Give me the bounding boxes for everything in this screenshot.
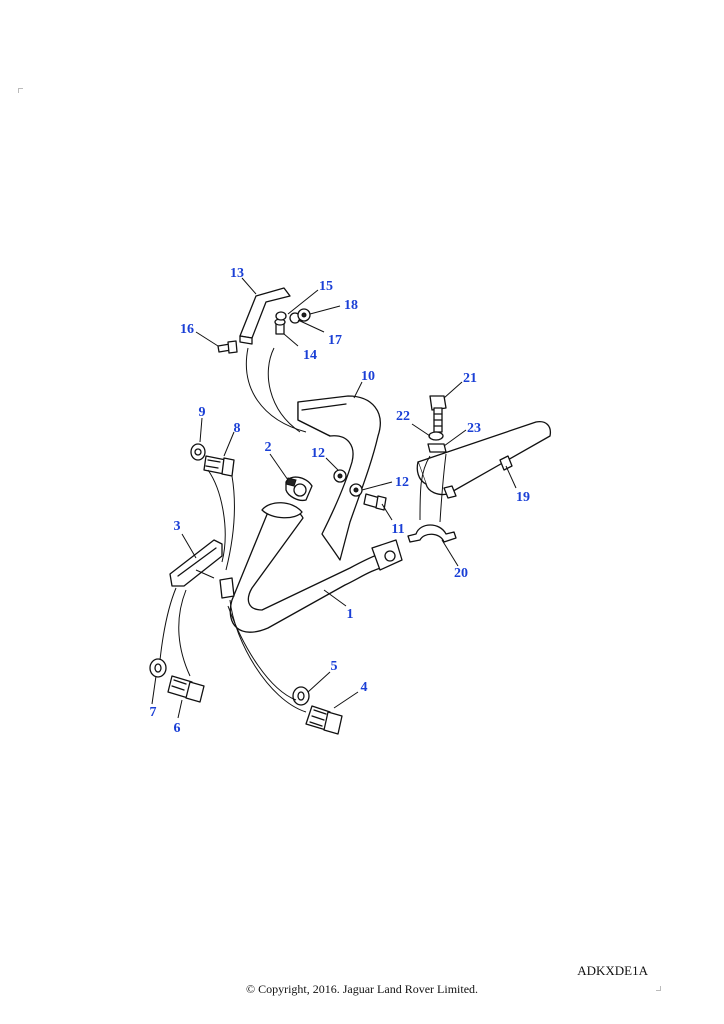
- washer-9: [190, 443, 206, 461]
- callout-12-upper: 12: [311, 446, 325, 461]
- pipe-clamp: [285, 476, 313, 502]
- washer-15: [275, 311, 287, 321]
- callout-leaders: [151, 277, 517, 719]
- callout-20: 20: [454, 566, 468, 581]
- callout-1: 1: [347, 607, 354, 622]
- mounting-bracket: [169, 539, 223, 587]
- front-exhaust-pipe: [219, 502, 403, 633]
- callout-23: 23: [467, 421, 481, 436]
- callout-21: 21: [463, 371, 477, 386]
- stud-lower-right: [305, 705, 343, 735]
- callout-6: 6: [174, 721, 181, 736]
- bolt-11: [363, 493, 387, 511]
- callout-11: 11: [391, 522, 404, 537]
- callout-5: 5: [331, 659, 338, 674]
- callout-8: 8: [234, 421, 241, 436]
- support-bracket-13: [239, 287, 291, 345]
- nut-12-upper: [333, 469, 347, 483]
- callout-labels: 1 2 3 4 5 6 7 8 9 10 11 12 12 13 14 15 1…: [150, 266, 531, 736]
- nut-18: [297, 308, 311, 322]
- nut-23: [427, 443, 447, 453]
- callout-9: 9: [199, 405, 206, 420]
- washer-7: [149, 658, 167, 678]
- washer-22: [428, 431, 444, 441]
- rear-heat-shield: [416, 420, 552, 499]
- callout-16: 16: [180, 322, 194, 337]
- callout-2: 2: [265, 440, 272, 455]
- callout-22: 22: [396, 409, 410, 424]
- callout-3: 3: [174, 519, 181, 534]
- copyright-notice: © Copyright, 2016. Jaguar Land Rover Lim…: [245, 982, 479, 996]
- nut-12-lower: [349, 483, 363, 497]
- bolt-16: [217, 340, 238, 354]
- corner-mark-top-left: [18, 88, 23, 93]
- assembly-guide-lines: [159, 347, 447, 713]
- bolt-8: [203, 455, 235, 477]
- callout-19: 19: [516, 490, 530, 505]
- heat-shield: [297, 395, 381, 561]
- callout-15: 15: [319, 279, 333, 294]
- callout-10: 10: [361, 369, 375, 384]
- callout-13: 13: [230, 266, 244, 281]
- bolt-21: [429, 395, 447, 433]
- drawing-code: ADKXDE1A: [577, 963, 648, 978]
- callout-18: 18: [344, 298, 358, 313]
- bolt-14: [274, 318, 286, 335]
- callout-7: 7: [150, 705, 157, 720]
- callout-17: 17: [328, 333, 342, 348]
- callout-14: 14: [303, 348, 317, 363]
- washer-5: [292, 686, 310, 706]
- corner-mark-bottom-right: [656, 986, 661, 991]
- callout-4: 4: [361, 680, 368, 695]
- strap-clip-20: [407, 524, 457, 543]
- stud-lower-left: [167, 675, 205, 703]
- callout-12-lower: 12: [395, 475, 409, 490]
